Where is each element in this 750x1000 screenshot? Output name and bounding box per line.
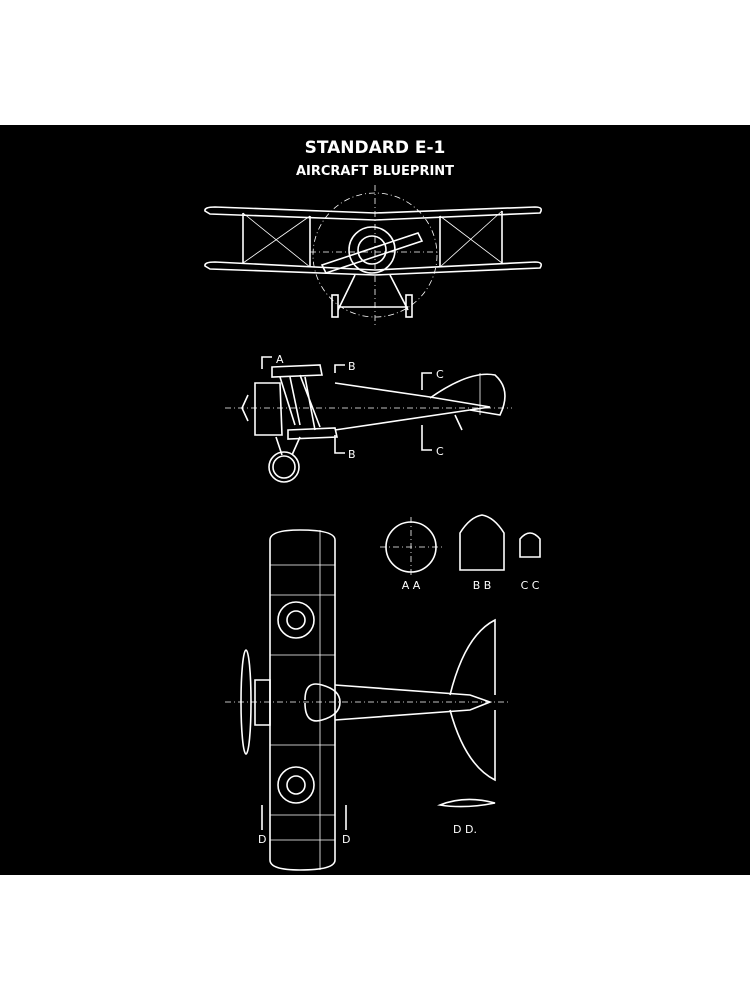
side-view: A B B C C — [225, 353, 512, 483]
label-d-right: D — [342, 833, 350, 846]
blueprint-panel: STANDARD E-1 AIRCRAFT BLUEPRINT — [0, 125, 750, 875]
label-section-aa: A A — [402, 579, 421, 592]
subtitle: AIRCRAFT BLUEPRINT — [296, 164, 454, 179]
label-c-bottom: C — [436, 445, 444, 458]
label-a: A — [276, 353, 284, 366]
sections: A A B B C C D D. — [380, 514, 541, 836]
blueprint-drawing: STANDARD E-1 AIRCRAFT BLUEPRINT — [204, 138, 542, 871]
label-b-top: B — [348, 360, 356, 373]
label-c-top: C — [436, 368, 444, 381]
label-section-dd: D D. — [453, 823, 477, 836]
label-section-bb: B B — [473, 579, 492, 592]
title: STANDARD E-1 — [305, 138, 446, 158]
label-d-left: D — [258, 833, 266, 846]
top-view: D D — [225, 529, 510, 871]
label-b-bottom: B — [348, 448, 356, 461]
label-section-cc: C C — [521, 579, 540, 592]
front-view — [204, 185, 542, 325]
